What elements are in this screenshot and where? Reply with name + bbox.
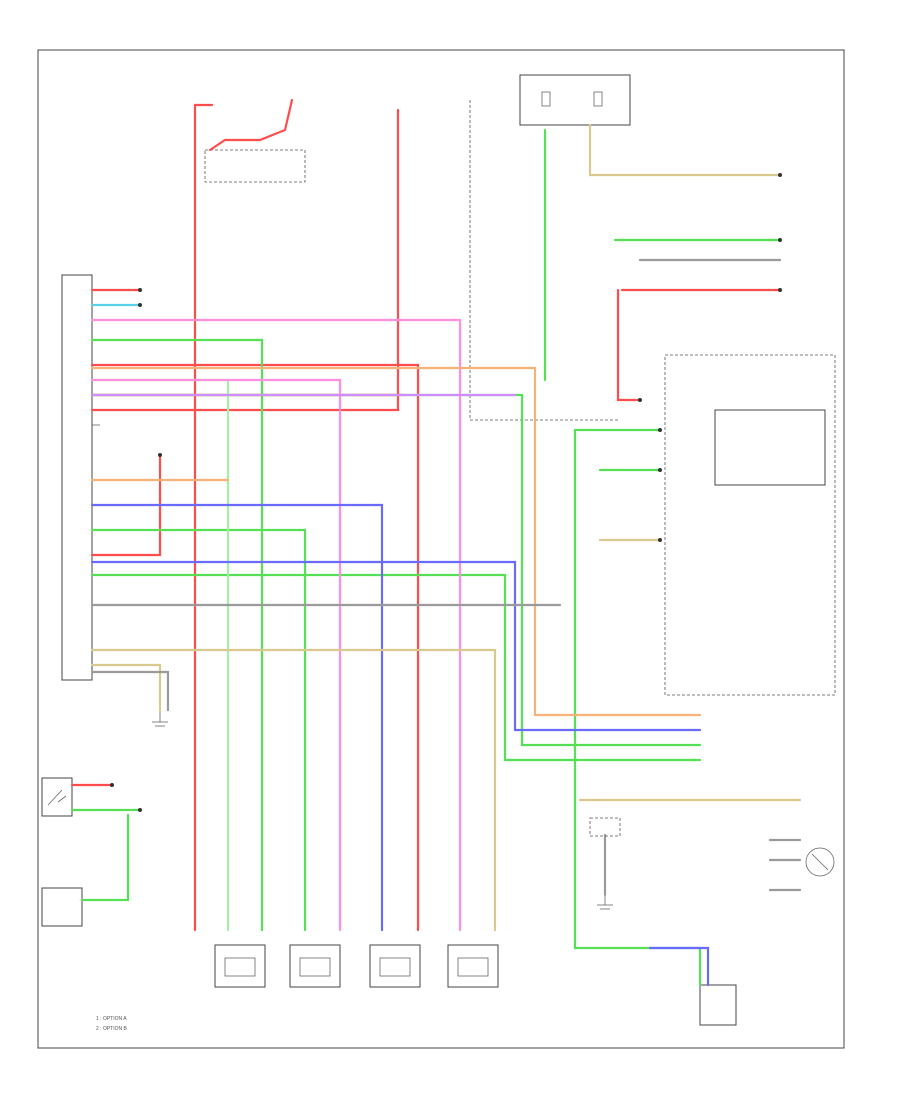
sub-module-right [714,409,826,486]
engine-control-module [664,354,836,696]
connector-icon [110,173,782,812]
wire-pink [90,318,462,932]
yaw-sensor-box [41,887,83,927]
footnote-1: 1 : OPTION A [96,1016,127,1022]
brake-switch-box [41,777,73,817]
wheel-sensor-boxes [214,944,499,988]
wire-tan [90,123,802,932]
ground-icon [152,710,613,910]
fuse-icon [541,91,603,107]
power-steering-unit [699,984,737,1026]
fuse-block [519,74,631,126]
switch-icon [47,789,67,806]
wire-gray [90,258,802,897]
control-unit-pins [92,289,100,666]
sensor-icon [589,817,621,837]
wire-red [70,98,782,932]
wire-orange [90,366,702,717]
footnote-2: 2 : OPTION B [96,1026,128,1032]
wire-green [70,128,782,987]
wire-blue [90,503,710,987]
control-unit-left [61,274,93,681]
diagram-frame [37,49,845,1049]
motor-icon [805,847,835,877]
relay-box [204,149,306,183]
